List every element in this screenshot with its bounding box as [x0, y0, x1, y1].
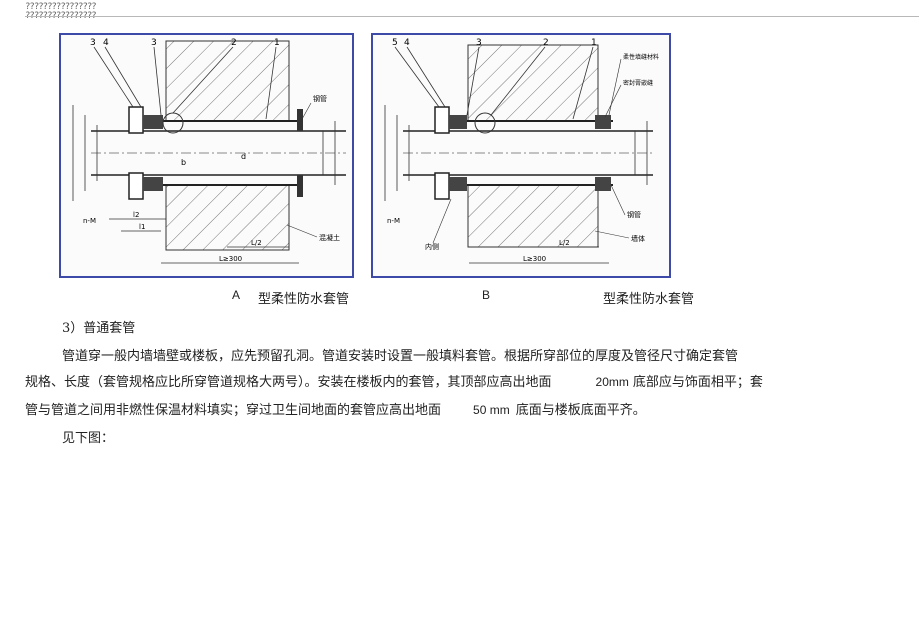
part-number: 2 — [543, 38, 549, 48]
wall-note: 混凝土 — [319, 233, 340, 242]
dim-length: L≥300 — [523, 255, 546, 263]
seal2-label: 密封膏嵌缝 — [623, 79, 653, 87]
caption-a: A — [232, 288, 240, 303]
seal-right-upper — [595, 115, 611, 129]
seal1-label: 柔性填缝材料 — [623, 53, 659, 61]
paragraph-line-3: 管与管道之间用非燃性保温材料填实；穿过卫生间地面的套管应高出地面 50 mm 底面与… — [25, 399, 646, 418]
dim-half: L/2 — [251, 239, 262, 247]
seal-lower — [449, 177, 467, 191]
part-number: 2 — [231, 38, 237, 48]
seal-upper — [449, 115, 467, 129]
part-number: 4 — [103, 38, 109, 48]
part-number: 1 — [591, 38, 597, 48]
dim-b: b — [181, 158, 186, 167]
wall-lower — [467, 184, 599, 248]
caption-a-letter: A — [232, 288, 241, 302]
part-number: 3 — [476, 38, 482, 48]
wall-upper — [467, 44, 599, 122]
caption-b: B — [482, 288, 490, 303]
seal-right-lower — [595, 177, 611, 191]
pipe-label: 钢管 — [313, 94, 327, 103]
line2-text-a: 规格、长度（套管规格应比所穿管道规格大两号）。安装在楼板内的套管，其顶部应高出地… — [25, 375, 552, 390]
wall-label: 墙体 — [631, 234, 645, 243]
wall-lower — [165, 184, 290, 251]
line3-text-a: 管与管道之间用非燃性保温材料填实；穿过卫生间地面的套管应高出地面 — [25, 403, 442, 418]
dim-l2: l2 — [133, 211, 139, 219]
caption-b-letter: B — [482, 288, 491, 302]
dim-d: d — [241, 152, 246, 161]
paragraph-line-4: 见下图： — [62, 431, 115, 446]
bolt-upper — [128, 106, 144, 134]
part-number: 3 — [151, 38, 157, 48]
caption-b-text: 型柔性防水套管 — [603, 292, 695, 307]
section-heading: 3）普通套管 — [62, 321, 136, 336]
figure-b-drawing: 5 4 3 2 1 柔性填缝材料 密封膏嵌缝 钢管 墙体 n-M 内侧 L/2 … — [384, 38, 659, 264]
dim-n: n-M — [387, 217, 400, 225]
dim-n: n-M — [83, 217, 96, 225]
wall-upper — [165, 40, 290, 122]
line3-number: 50 mm — [473, 403, 510, 417]
seal-lower — [143, 177, 163, 191]
bolt-upper — [434, 106, 450, 134]
part-number: 4 — [404, 38, 410, 48]
line2-number: 20mm — [595, 375, 629, 389]
inner-label: 内侧 — [425, 242, 439, 251]
line2-text-b: 底部应与饰面相平；套 — [632, 375, 763, 390]
dim-half: L/2 — [559, 239, 570, 247]
caption-a-text: 型柔性防水套管 — [258, 292, 350, 307]
part-number: 3 — [90, 38, 96, 48]
figure-a-drawing: 3 4 3 2 1 d b 钢管 混凝土 n-M l2 l1 L/2 L≥300 — [72, 38, 346, 264]
figure-a: 3 4 3 2 1 d b 钢管 混凝土 n-M l2 l1 L/2 L≥300 — [59, 33, 354, 278]
figure-b: 5 4 3 2 1 柔性填缝材料 密封膏嵌缝 钢管 墙体 n-M 内侧 L/2 … — [371, 33, 671, 278]
line3-text-b: 底面与楼板底面平齐。 — [515, 403, 646, 418]
paragraph-line-2: 规格、长度（套管规格应比所穿管道规格大两号）。安装在楼板内的套管，其顶部应高出地… — [25, 371, 763, 390]
dim-length: L≥300 — [219, 255, 242, 263]
bolt-lower — [434, 172, 450, 200]
bolt-lower — [128, 172, 144, 200]
header-rule — [25, 16, 919, 17]
part-number: 5 — [392, 38, 398, 48]
pipe-label: 钢管 — [627, 210, 641, 219]
seal-upper — [143, 115, 163, 129]
header-marks: ???????????????? ???????????????? — [25, 2, 97, 21]
dim-l1: l1 — [139, 223, 145, 231]
paragraph-line-1: 管道穿一般内墙墙壁或楼板，应先预留孔洞。管道安装时设置一般填料套管。根据所穿部位… — [62, 349, 739, 364]
part-number: 1 — [274, 38, 280, 48]
